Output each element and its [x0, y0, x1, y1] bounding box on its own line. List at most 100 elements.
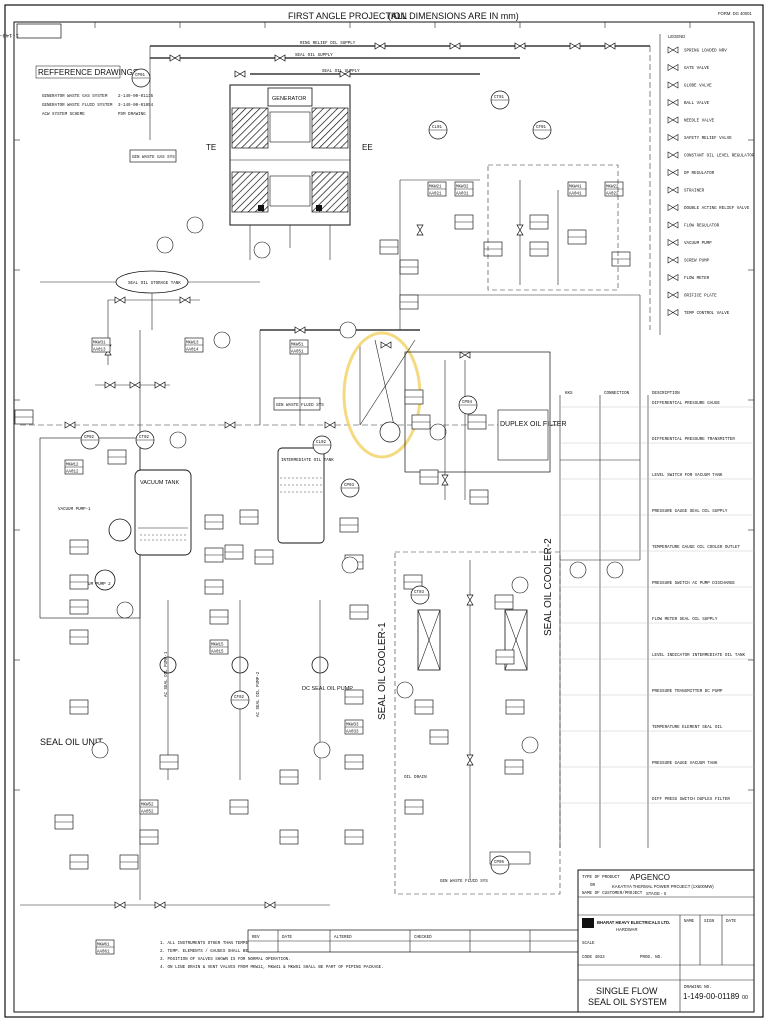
schedule-header: CONNECTION	[604, 392, 630, 396]
storage-tank-label: SEAL OIL STORAGE TANK	[128, 282, 181, 286]
project-stage: STAGE - II	[646, 891, 666, 896]
cooler-area: SEAL OIL COOLER-1 SEAL OIL COOLER-2 GEN …	[377, 538, 561, 895]
reference-row-ref: 3-149-00-01054	[118, 104, 154, 108]
drawing-number-box	[16, 23, 62, 39]
cooler-2-label: SEAL OIL COOLER-2	[543, 538, 554, 636]
tag-label: MKW33	[346, 724, 359, 728]
vacuum-pump-2-label: VACUUM PUMP 2	[78, 583, 111, 587]
legend-item-label: GATE VALVE	[684, 67, 710, 71]
tag-label: MKW32	[456, 186, 469, 190]
duplex-oil-filter: DUPLEX OIL FILTER	[404, 351, 567, 500]
tag-label: MKW15	[211, 644, 224, 648]
generator-label: GENERATOR	[272, 96, 306, 102]
rev-header: REV	[252, 936, 260, 940]
tag-label: MKW21	[429, 186, 442, 190]
circle-label: CF02	[234, 696, 245, 700]
reference-row-ref: 2-149-00-01135	[118, 95, 154, 99]
schedule-header: KKS	[565, 392, 573, 396]
seal-oil-supply-label: SEAL OIL SUPPLY	[295, 54, 333, 58]
right-piping	[399, 164, 641, 561]
note-4: 4. ON LINE DRAIN & VENT VALVES FROM MKW1…	[160, 966, 384, 970]
schedule-row-description: DIFFERENTIAL PRESSURE TRANSMITTER	[652, 438, 735, 442]
schedule-row-description: PRESSURE TRANSMITTER DC PUMP	[652, 690, 723, 694]
reference-row-name: GENERATOR WASTE GAS SYSTEM	[42, 95, 108, 99]
circle-label: CT01	[494, 96, 505, 100]
tag-label: MKW22	[606, 186, 619, 190]
legend-item-label: SPRING LOADED NRV	[684, 50, 727, 54]
circle-label: CT03	[414, 591, 425, 595]
ac-pump-2-label: AC SEAL OIL PUMP-2	[257, 671, 261, 717]
schedule-row-description: PRESSURE SWITCH AC PUMP DISCHARGE	[652, 582, 735, 586]
rev-header: CHECKED	[414, 936, 432, 940]
rev-header: DATE	[282, 936, 293, 940]
tag-label: AA061	[97, 951, 110, 955]
te-label: TE	[206, 143, 216, 152]
drawing-title-1: SINGLE FLOW	[596, 986, 658, 996]
tag-label: AA031	[456, 193, 469, 197]
company-name: BHARAT HEAVY ELECTRICALS LTD.	[597, 920, 670, 925]
circle-label: CL01	[432, 126, 443, 130]
circle-label: CP03	[344, 484, 355, 488]
tag-label: MKW41	[569, 186, 582, 190]
col-header: DATE	[726, 920, 737, 924]
circle-label: CP02	[84, 436, 95, 440]
drawing-number-rotated: 1-149-00-01189	[0, 32, 19, 39]
legend-symbol	[667, 46, 679, 54]
gen-waste-fluid-box	[273, 397, 321, 411]
reference-row-name: GENERATOR WASTE FLUID SYSTEM	[42, 104, 113, 108]
legend-symbol	[667, 98, 679, 107]
schedule-row-description: TEMPERATURE GAUGE OIL COOLER OUTLET	[652, 546, 740, 550]
tag-label: MKW61	[97, 944, 110, 948]
duplex-filter-label: DUPLEX OIL FILTER	[500, 421, 567, 428]
legend-item-label: VACUUM PUMP	[684, 242, 712, 246]
schedule-header: DESCRIPTION	[652, 392, 680, 396]
tag-label: AA012	[66, 471, 79, 475]
circle-label: CP05	[494, 861, 505, 865]
schedule-row-description: LEVEL INDICATOR INTERMEDIATE OIL TANK	[652, 654, 745, 658]
tag-label: AA033	[346, 731, 359, 735]
legend-symbol	[667, 116, 679, 124]
tag-label: MKW31	[93, 342, 106, 346]
note-2: 2. TEMP. ELEMENTS / GAUGES SHALL BE PROV…	[160, 949, 316, 954]
col-header: NAME	[684, 920, 695, 924]
schedule-row-description: TEMPERATURE ELEMENT SEAL OIL	[652, 726, 723, 730]
legend-symbol	[667, 63, 679, 72]
schedule-row-description: FLOW METER SEAL OIL SUPPLY	[652, 618, 718, 622]
ee-label: EE	[362, 143, 373, 152]
reference-row-name: ACW SYSTEM SCHEME	[42, 113, 85, 117]
legend-item-label: DP REGULATOR	[684, 172, 715, 176]
dp-regulator	[359, 339, 416, 443]
vacuum-pump-1-label: VACUUM PUMP-1	[58, 508, 91, 512]
legend-symbol	[667, 291, 679, 299]
tag-label: AA013	[93, 349, 106, 353]
legend-item-label: SAFETY RELIEF VALVE	[684, 137, 732, 141]
seal-oil-unit-label: SEAL OIL UNIT	[40, 737, 103, 747]
intermediate-oil-tank: INTERMEDIATE OIL TANK	[277, 447, 334, 544]
drawing-title-2: SEAL OIL SYSTEM	[588, 997, 667, 1007]
legend-item-label: FLOW METER	[684, 277, 710, 281]
tag-label: MKW13	[186, 342, 199, 346]
legend-symbol	[667, 308, 679, 317]
tag-label: AA052	[141, 811, 154, 815]
code-label: CODE 4033	[582, 956, 605, 960]
grid-ticks	[14, 22, 754, 791]
ac-seal-oil-pump-2: AC SEAL OIL PUMP-2	[231, 600, 261, 780]
vacuum-tank: VACUUM TANK VACUUM PUMP-1 VACUUM PUMP 2	[39, 437, 192, 619]
tag-label: AA015	[211, 651, 224, 655]
legend-symbol	[667, 151, 679, 159]
type-of-product: TYPE OF PRODUCT	[582, 876, 620, 880]
legend-symbol	[667, 133, 679, 142]
legend-symbol	[667, 186, 679, 194]
bhel-logo	[582, 918, 594, 928]
legend-item-label: ORIFICE PLATE	[684, 295, 717, 299]
legend-item-label: STRAINER	[684, 190, 705, 194]
seal-oil-supply-label-2: SEAL OIL SUPPLY	[322, 70, 360, 74]
ac-pump-1-label: AC SEAL OIL PUMP-1	[165, 651, 169, 697]
dimensions-note: (ALL DIMENSIONS ARE IN mm)	[388, 11, 519, 21]
outer-frame	[4, 4, 764, 1018]
company-location: HARDWAR	[616, 927, 637, 932]
revision-table: REV DATE ALTERED CHECKED	[247, 929, 579, 953]
schedule-row-description: PRESSURE GAUGE VACUUM TANK	[652, 762, 718, 766]
client-name: APGENCO	[630, 873, 670, 882]
